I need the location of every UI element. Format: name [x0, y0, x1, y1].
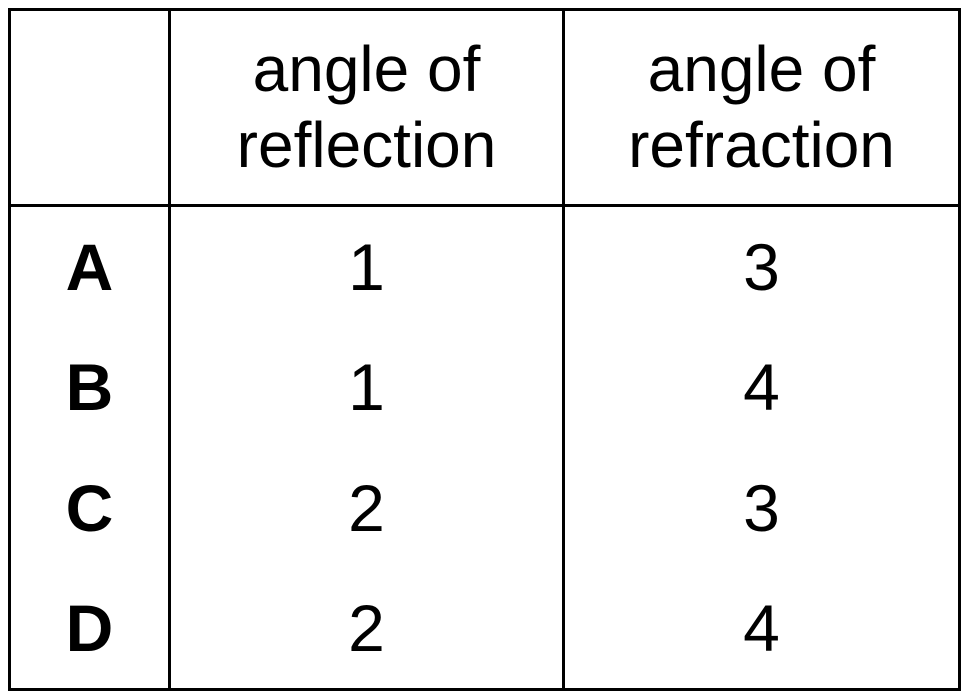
answer-options-table: angle of reflection angle of refraction … — [8, 8, 961, 691]
reflection-value-d: 2 — [168, 568, 564, 690]
option-letter-d: D — [9, 568, 170, 690]
column-header-angle-of-reflection: angle of reflection — [168, 9, 564, 207]
table-row-option-b: B 1 4 — [9, 326, 960, 448]
option-letter-a: A — [9, 205, 170, 327]
option-letter-c: C — [9, 447, 170, 569]
table-header-row: angle of reflection angle of refraction — [9, 9, 960, 207]
table-row-option-c: C 2 3 — [9, 447, 960, 569]
refraction-value-b: 4 — [562, 326, 960, 448]
option-letter-b: B — [9, 326, 170, 448]
table-row-option-d: D 2 4 — [9, 568, 960, 690]
refraction-value-a: 3 — [562, 205, 960, 327]
reflection-value-a: 1 — [168, 205, 564, 327]
reflection-value-c: 2 — [168, 447, 564, 569]
table-row-option-a: A 1 3 — [9, 205, 960, 327]
reflection-value-b: 1 — [168, 326, 564, 448]
refraction-value-c: 3 — [562, 447, 960, 569]
column-header-angle-of-refraction: angle of refraction — [562, 9, 960, 207]
corner-empty-cell — [9, 9, 170, 207]
refraction-value-d: 4 — [562, 568, 960, 690]
